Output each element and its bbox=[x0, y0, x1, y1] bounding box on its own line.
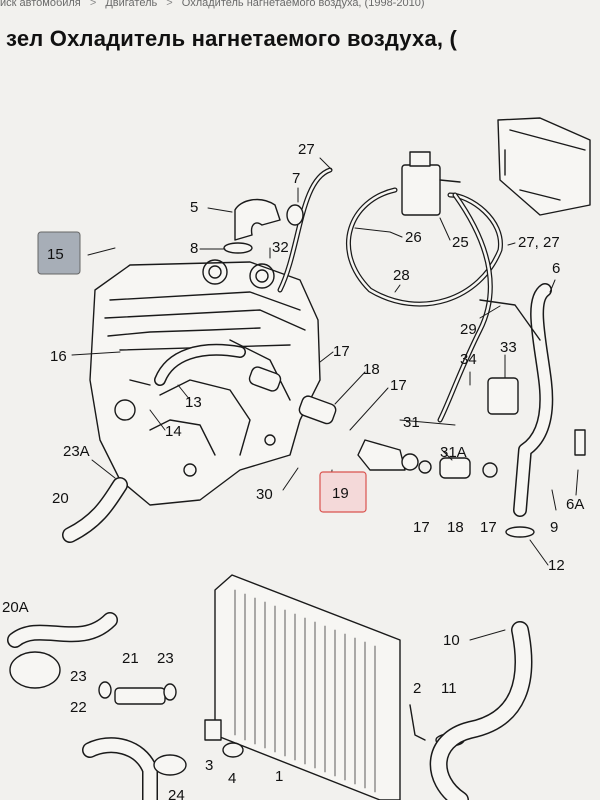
callout-23-a[interactable]: 23 bbox=[157, 650, 174, 667]
callout-9[interactable]: 9 bbox=[550, 519, 558, 536]
callout-15[interactable]: 15 bbox=[47, 246, 64, 263]
callout-4[interactable]: 4 bbox=[228, 770, 236, 787]
valve-25 bbox=[401, 164, 441, 216]
callout-20A[interactable]: 20A bbox=[2, 599, 29, 616]
breadcrumb-item-engine[interactable]: Двигатель bbox=[105, 0, 158, 9]
callout-16[interactable]: 16 bbox=[50, 348, 67, 365]
callout-18-b[interactable]: 18 bbox=[447, 519, 464, 536]
callout-23A[interactable]: 23A bbox=[63, 443, 90, 460]
callout-29[interactable]: 29 bbox=[460, 321, 477, 338]
callout-25[interactable]: 25 bbox=[452, 234, 469, 251]
chevron-right-icon: > bbox=[166, 0, 173, 9]
callout-27-27[interactable]: 27, 27 bbox=[518, 234, 560, 251]
callout-17-d[interactable]: 17 bbox=[480, 519, 497, 536]
callout-17-c[interactable]: 17 bbox=[413, 519, 430, 536]
callout-21[interactable]: 21 bbox=[122, 650, 139, 667]
callout-11[interactable]: 11 bbox=[441, 680, 457, 697]
callout-3[interactable]: 3 bbox=[205, 757, 213, 774]
callout-17-b[interactable]: 17 bbox=[390, 377, 407, 394]
callout-31A[interactable]: 31A bbox=[440, 444, 467, 461]
callout-17-a[interactable]: 17 bbox=[333, 343, 350, 360]
engine-block-illustration bbox=[89, 259, 321, 506]
callout-7[interactable]: 7 bbox=[292, 170, 300, 187]
chevron-right-icon: > bbox=[89, 0, 97, 9]
callout-13[interactable]: 13 bbox=[185, 394, 202, 411]
intercooler-1 bbox=[214, 574, 401, 800]
callout-8[interactable]: 8 bbox=[190, 240, 198, 257]
throttle-19 bbox=[357, 439, 406, 471]
callout-20[interactable]: 20 bbox=[52, 490, 69, 507]
elbow-5 bbox=[234, 198, 281, 241]
breadcrumb-item-current: Охладитель нагнетаемого воздуха, (1998-2… bbox=[181, 0, 425, 9]
callout-22[interactable]: 22 bbox=[70, 699, 87, 716]
callout-14[interactable]: 14 bbox=[165, 423, 182, 440]
bracket-illustration bbox=[497, 117, 591, 216]
callout-5[interactable]: 5 bbox=[190, 199, 198, 216]
callout-6[interactable]: 6 bbox=[552, 260, 560, 277]
callout-12[interactable]: 12 bbox=[548, 557, 565, 574]
part-19-highlight bbox=[319, 471, 367, 513]
breadcrumb: иск автомобиля > Двигатель > Охладитель … bbox=[0, 0, 600, 11]
callout-19[interactable]: 19 bbox=[332, 485, 349, 502]
callout-6A[interactable]: 6A bbox=[566, 496, 584, 513]
callout-1[interactable]: 1 bbox=[275, 768, 283, 785]
callout-26[interactable]: 26 bbox=[405, 229, 422, 246]
callout-2[interactable]: 2 bbox=[413, 680, 421, 697]
callout-23-b[interactable]: 23 bbox=[70, 668, 87, 685]
callout-32[interactable]: 32 bbox=[272, 239, 289, 256]
page-title: зел Охладитель нагнетаемого воздуха, ( bbox=[6, 26, 458, 51]
callout-10[interactable]: 10 bbox=[443, 632, 460, 649]
callout-18-a[interactable]: 18 bbox=[363, 361, 380, 378]
callout-30[interactable]: 30 bbox=[256, 486, 273, 503]
part-15-highlight bbox=[37, 231, 81, 275]
callout-34[interactable]: 34 bbox=[460, 351, 477, 368]
breadcrumb-item-search[interactable]: иск автомобиля bbox=[0, 0, 81, 9]
callout-27[interactable]: 27 bbox=[298, 141, 315, 158]
callout-31[interactable]: 31 bbox=[403, 414, 420, 431]
callout-24[interactable]: 24 bbox=[168, 787, 185, 800]
callout-33[interactable]: 33 bbox=[500, 339, 517, 356]
callout-28[interactable]: 28 bbox=[393, 267, 410, 284]
